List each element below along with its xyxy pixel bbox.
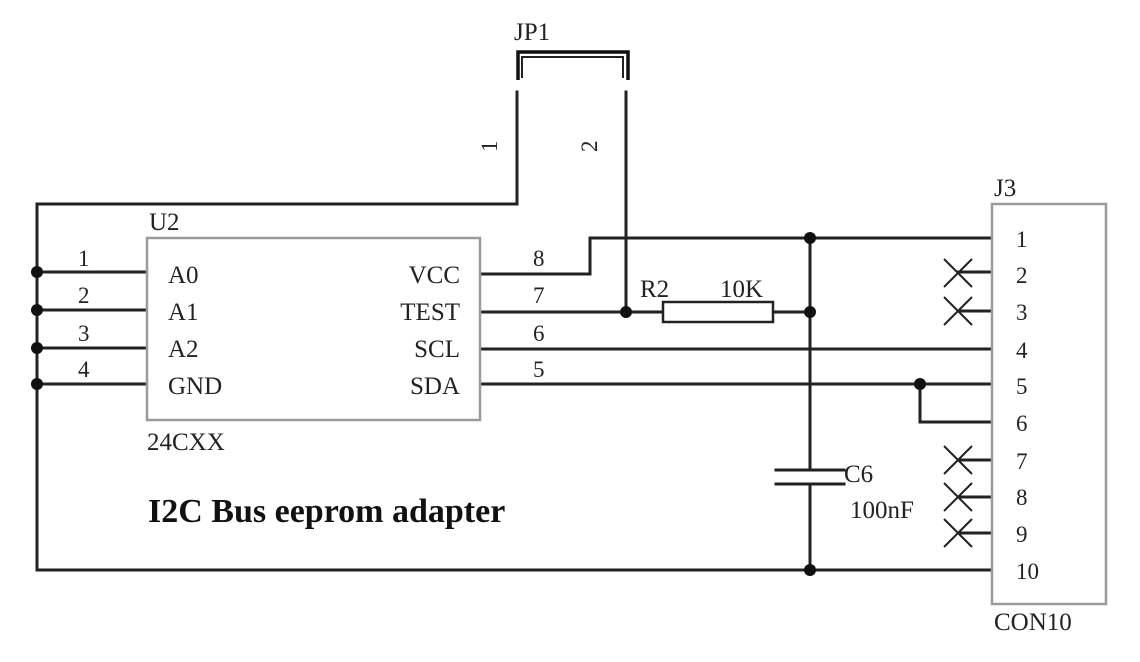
ic-u2: U2 24CXX 1 2 3 4 A0 A1 A2 GND VCC TEST S…	[78, 209, 545, 456]
capacitor-ref: C6	[844, 461, 873, 488]
connector-pin-number: 4	[1016, 338, 1028, 363]
resistor-r2: R2 10K	[640, 276, 775, 324]
jumper-bar-inner	[521, 56, 624, 78]
resistor-ref: R2	[640, 276, 669, 303]
wires	[35, 90, 994, 572]
ic-pin-name: A1	[168, 299, 199, 326]
ic-pin-name: A0	[168, 262, 199, 289]
junction-dot	[31, 304, 43, 316]
jumper-bar	[516, 50, 630, 80]
ic-body	[145, 236, 482, 422]
resistor-value: 10K	[720, 276, 763, 303]
ic-part: 24CXX	[147, 429, 225, 456]
junction-dot	[804, 564, 816, 576]
jumper-pin2-label: 2	[577, 141, 602, 153]
jumper-pin1-label: 1	[477, 141, 502, 153]
ic-pin-number: 3	[78, 321, 90, 346]
resistor-body	[661, 300, 775, 324]
ic-pin-name: VCC	[409, 262, 460, 289]
ic-pin-name: A2	[168, 336, 199, 363]
connector-pin-number: 2	[1016, 263, 1028, 288]
connector-pin-number: 3	[1016, 300, 1028, 325]
ic-pin-name: GND	[168, 373, 222, 400]
junction-dots	[31, 232, 926, 576]
ic-ref: U2	[149, 209, 180, 236]
nc-cross-pin7	[943, 445, 973, 475]
connector-pin-number: 9	[1016, 522, 1028, 547]
connector-ref: J3	[994, 175, 1016, 202]
ic-pin-number: 4	[78, 357, 90, 382]
connector-pin-number: 1	[1016, 227, 1028, 252]
ic-pin-name: SDA	[410, 373, 460, 400]
ic-pin-number: 1	[78, 246, 90, 271]
diagram-title: I2C Bus eeprom adapter	[148, 493, 505, 530]
nc-cross-pin8	[943, 482, 973, 512]
connector-pin-number: 5	[1016, 374, 1028, 399]
junction-dot	[804, 232, 816, 244]
connector-part: CON10	[994, 609, 1072, 636]
junction-dot	[31, 266, 43, 278]
ic-pin-number: 2	[78, 283, 90, 308]
junction-dot	[31, 378, 43, 390]
nc-cross-pin9	[943, 518, 973, 548]
connector-pin-number: 8	[1016, 485, 1028, 510]
nc-cross-pin3	[943, 296, 973, 326]
connector-pin-number: 6	[1016, 411, 1028, 436]
nc-cross-pin2	[943, 258, 973, 288]
jumper-jp1: JP1 1 2	[477, 19, 630, 153]
ic-pin-number: 8	[533, 246, 545, 271]
jumper-ref: JP1	[514, 19, 550, 46]
wire-sda-pin6	[918, 382, 994, 424]
junction-dot	[31, 342, 43, 354]
junction-dot	[804, 306, 816, 318]
ic-pin-name: SCL	[414, 336, 460, 363]
capacitor-c6: C6 100nF	[774, 461, 914, 524]
junction-dot	[620, 306, 632, 318]
connector-pin-number: 10	[1016, 559, 1039, 584]
capacitor-value: 100nF	[850, 497, 914, 524]
ic-pin-number: 7	[533, 283, 545, 308]
ic-pin-number: 6	[533, 321, 545, 346]
wire-vcc	[478, 236, 994, 276]
ic-pin-name: TEST	[400, 299, 460, 326]
no-connect-marks	[943, 258, 973, 548]
connector-j3: J3 CON10 1 2 3 4 5 6 7 8 9 10	[990, 175, 1108, 636]
ic-pin-number: 5	[533, 357, 545, 382]
connector-body	[990, 202, 1108, 606]
connector-pin-number: 7	[1016, 449, 1028, 474]
junction-dot	[914, 378, 926, 390]
